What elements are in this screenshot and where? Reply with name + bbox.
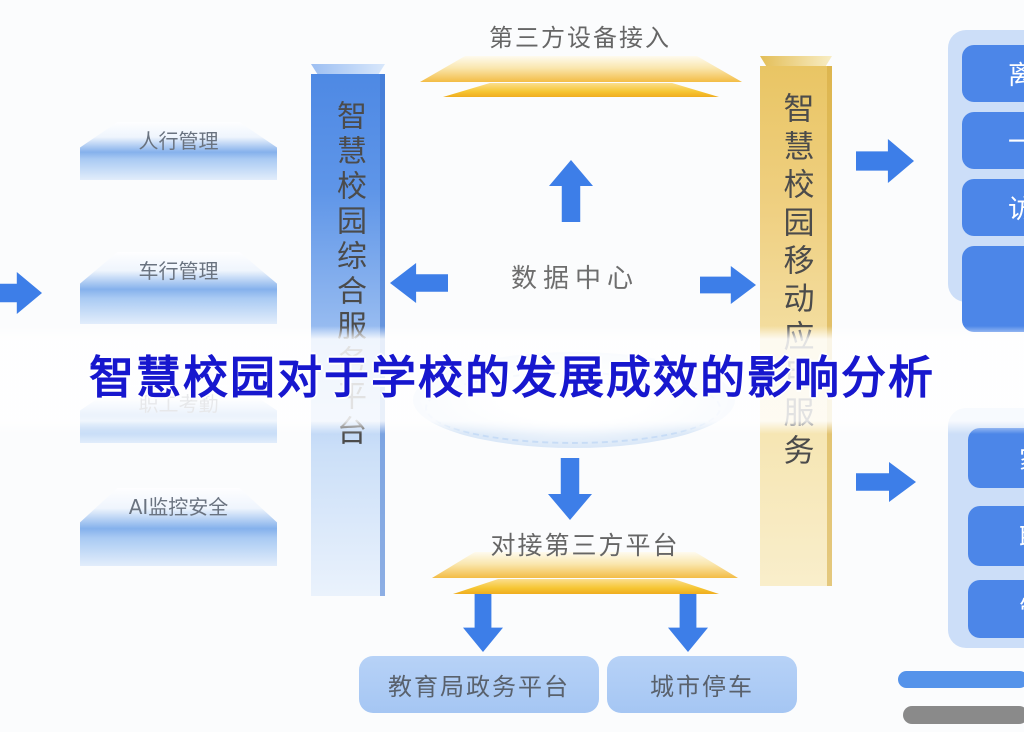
arrow-up-icon	[549, 160, 593, 222]
data-center-label: 数据中心	[510, 264, 639, 294]
platform-pedestrian-management: 人行管理	[80, 122, 277, 180]
arrow-right-icon	[856, 139, 914, 183]
platform-vehicle-management: 车行管理	[80, 252, 277, 324]
external-platform-label: 教育局政务平台	[388, 673, 570, 701]
service-box-untitled	[962, 246, 1024, 332]
service-label: 家	[1019, 440, 1024, 477]
platform-label: 车行管理	[138, 259, 219, 283]
service-label: 访	[1007, 195, 1024, 225]
service-label: 一	[1007, 128, 1024, 158]
education-bureau-platform-box: 教育局政务平台	[359, 656, 599, 713]
gray-progress-bar	[903, 706, 1024, 724]
service-box-management: 管	[968, 580, 1024, 638]
service-box-leave-school: 离	[962, 45, 1024, 102]
arrow-right-icon	[0, 272, 42, 314]
service-label: 职	[1019, 518, 1024, 555]
service-box-one-card: 一	[962, 112, 1024, 169]
service-box-parents: 家	[968, 428, 1024, 488]
mobile-application-service-bar: 智慧校园移动应用服务	[760, 56, 832, 586]
external-platform-label: 城市停车	[650, 673, 754, 701]
arrow-down-icon	[668, 594, 708, 652]
page-title: 智慧校园对于学校的发展成效的影响分析	[88, 351, 935, 404]
title-background-band	[0, 326, 1024, 434]
device-access-plate-lower	[443, 83, 719, 97]
service-box-staff: 职	[968, 506, 1024, 566]
blue-progress-bar	[898, 671, 1024, 688]
arrow-left-icon	[390, 263, 448, 303]
arrow-down-icon	[548, 458, 592, 520]
device-access-label: 第三方设备接入	[489, 24, 671, 52]
service-label: 管	[1019, 591, 1024, 628]
platform-ai-monitoring: AI监控安全	[80, 488, 277, 566]
third-party-plate-lower	[453, 579, 719, 594]
arrow-right-icon	[856, 462, 916, 502]
arrow-right-icon	[700, 266, 756, 304]
third-party-plate-upper	[432, 552, 738, 578]
service-box-visitor: 访	[962, 179, 1024, 236]
city-parking-box: 城市停车	[607, 656, 797, 713]
platform-label: 人行管理	[138, 129, 219, 153]
third-party-platform-label: 对接第三方平台	[490, 531, 680, 560]
device-access-plate-upper	[420, 56, 742, 82]
arrow-down-icon	[463, 594, 503, 652]
platform-label: AI监控安全	[128, 495, 229, 519]
service-label: 离	[1007, 61, 1024, 91]
